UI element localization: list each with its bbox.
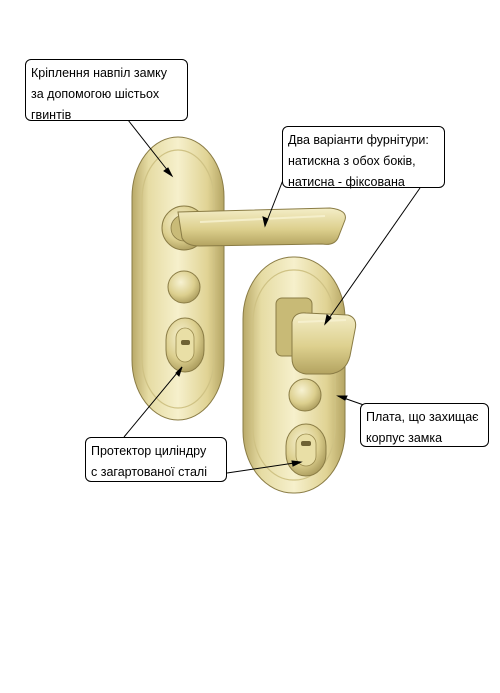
callout-line: Плата, що захищає: [366, 410, 479, 424]
lever-handle: [177, 207, 346, 247]
leader-variants-2: [324, 187, 421, 325]
callout-line: Протектор циліндру: [91, 444, 207, 458]
callout-line: с загартованої сталі: [91, 465, 207, 479]
callout-line: корпус замка: [366, 431, 443, 445]
leader-protector-left: [123, 366, 183, 438]
leader-mounting: [127, 119, 173, 177]
leader-protector-right: [226, 461, 302, 474]
left-plate-inner-edge: [141, 149, 215, 409]
callout-line: натисна - фіксована: [288, 175, 405, 189]
screw-cap: [167, 270, 201, 304]
callout-hardware-variants: Два варіанти фурнітури: натискна з обох …: [282, 126, 445, 189]
callout-line: гвинтів: [31, 108, 72, 122]
keyhole-slot-right: [301, 441, 311, 446]
callout-line: Два варіанти фурнітури:: [288, 133, 429, 147]
callout-line: Кріплення навпіл замку: [31, 66, 168, 80]
callout-line: натискна з обох боків,: [288, 154, 416, 168]
callout-line: за допомогою шістьох: [31, 87, 160, 101]
callout-protective-plate: Плата, що захищає корпус замка: [360, 403, 489, 447]
callout-mounting-screws: Кріплення навпіл замку за допомогою шіст…: [25, 59, 188, 122]
left-handle-set: [131, 136, 346, 421]
screw-cap-right: [288, 378, 322, 412]
right-handle-set: [242, 256, 357, 494]
callout-cylinder-protector: Протектор циліндру с загартованої сталі: [85, 437, 227, 482]
keyhole-slot: [181, 340, 190, 345]
fixed-knob: [291, 312, 357, 375]
